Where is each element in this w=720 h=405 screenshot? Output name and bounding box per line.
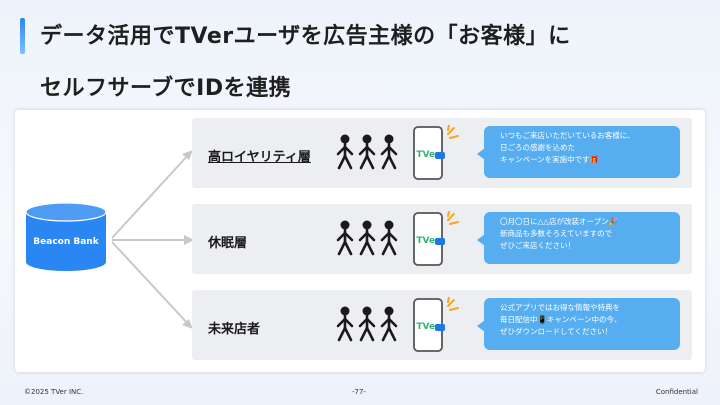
segment-label: 休眠層 — [208, 236, 248, 251]
footer-copyright: ©2025 TVer INC. — [24, 388, 84, 396]
phone-icon: TVer — [413, 297, 459, 352]
message-line: 新商品も多数そろえていますので — [500, 229, 613, 238]
phone-logo: TVer — [416, 236, 440, 246]
segment-label: 高ロイヤリティ層 — [208, 150, 311, 165]
message-line: キャンペーンを実施中です🎁 — [500, 155, 599, 164]
title-accent-bar — [20, 18, 25, 54]
people-icon — [336, 134, 398, 170]
segment-label: 未来店者 — [208, 322, 261, 337]
segment-row-dormant: 休眠層 TVer 〇月〇日に△△店が改装オープン🎉 新商品も多数そろえていますの… — [192, 204, 692, 274]
message-line: いつもご来店いただいているお客様に、 — [500, 131, 635, 140]
phone-logo: TVer — [416, 322, 440, 332]
phone-icon: TVer — [413, 211, 459, 266]
database-icon — [25, 202, 107, 271]
message-line: 公式アプリではお得な情報や特典を — [500, 303, 620, 312]
segment-row-loyal: 高ロイヤリティ層 TVer いつもご来店いただいているお客様に、 日ごろの感謝を… — [192, 118, 692, 188]
message-line: 毎日配信中📱キャンペーン中の今、 — [500, 315, 622, 324]
database-label: Beacon Bank — [33, 237, 99, 247]
sparkle-icon — [447, 211, 459, 225]
people-icon — [336, 306, 398, 342]
message-bubble: いつもご来店いただいているお客様に、 日ごろの感謝を込めた キャンペーンを実施中… — [477, 126, 680, 178]
sparkle-icon — [447, 125, 459, 139]
message-line: ぜひダウンロードしてください！ — [500, 327, 613, 336]
segment-row-prospect: 未来店者 TVer 公式アプリではお得な情報や特典を 毎日配信中📱キャンペーン中… — [192, 290, 692, 360]
message-line: 〇月〇日に△△店が改装オープン🎉 — [500, 217, 618, 226]
message-line: 日ごろの感謝を込めた — [500, 143, 575, 152]
message-bubble: 〇月〇日に△△店が改装オープン🎉 新商品も多数そろえていますので ぜひご来店くだ… — [477, 212, 680, 264]
phone-logo: TVer — [416, 150, 440, 160]
footer-confidential: Confidential — [655, 388, 698, 396]
sparkle-icon — [447, 297, 459, 311]
people-icon — [336, 220, 398, 256]
slide-title-line1: データ活用でTVerユーザを広告主様の「お客様」に — [40, 24, 571, 49]
footer-page-number: -77- — [352, 388, 366, 396]
message-line: ぜひご来店ください！ — [500, 241, 575, 250]
slide-title-line2: セルフサーブでIDを連携 — [40, 76, 292, 101]
phone-icon: TVer — [413, 125, 459, 180]
message-bubble: 公式アプリではお得な情報や特典を 毎日配信中📱キャンペーン中の今、 ぜひダウンロ… — [477, 298, 680, 350]
